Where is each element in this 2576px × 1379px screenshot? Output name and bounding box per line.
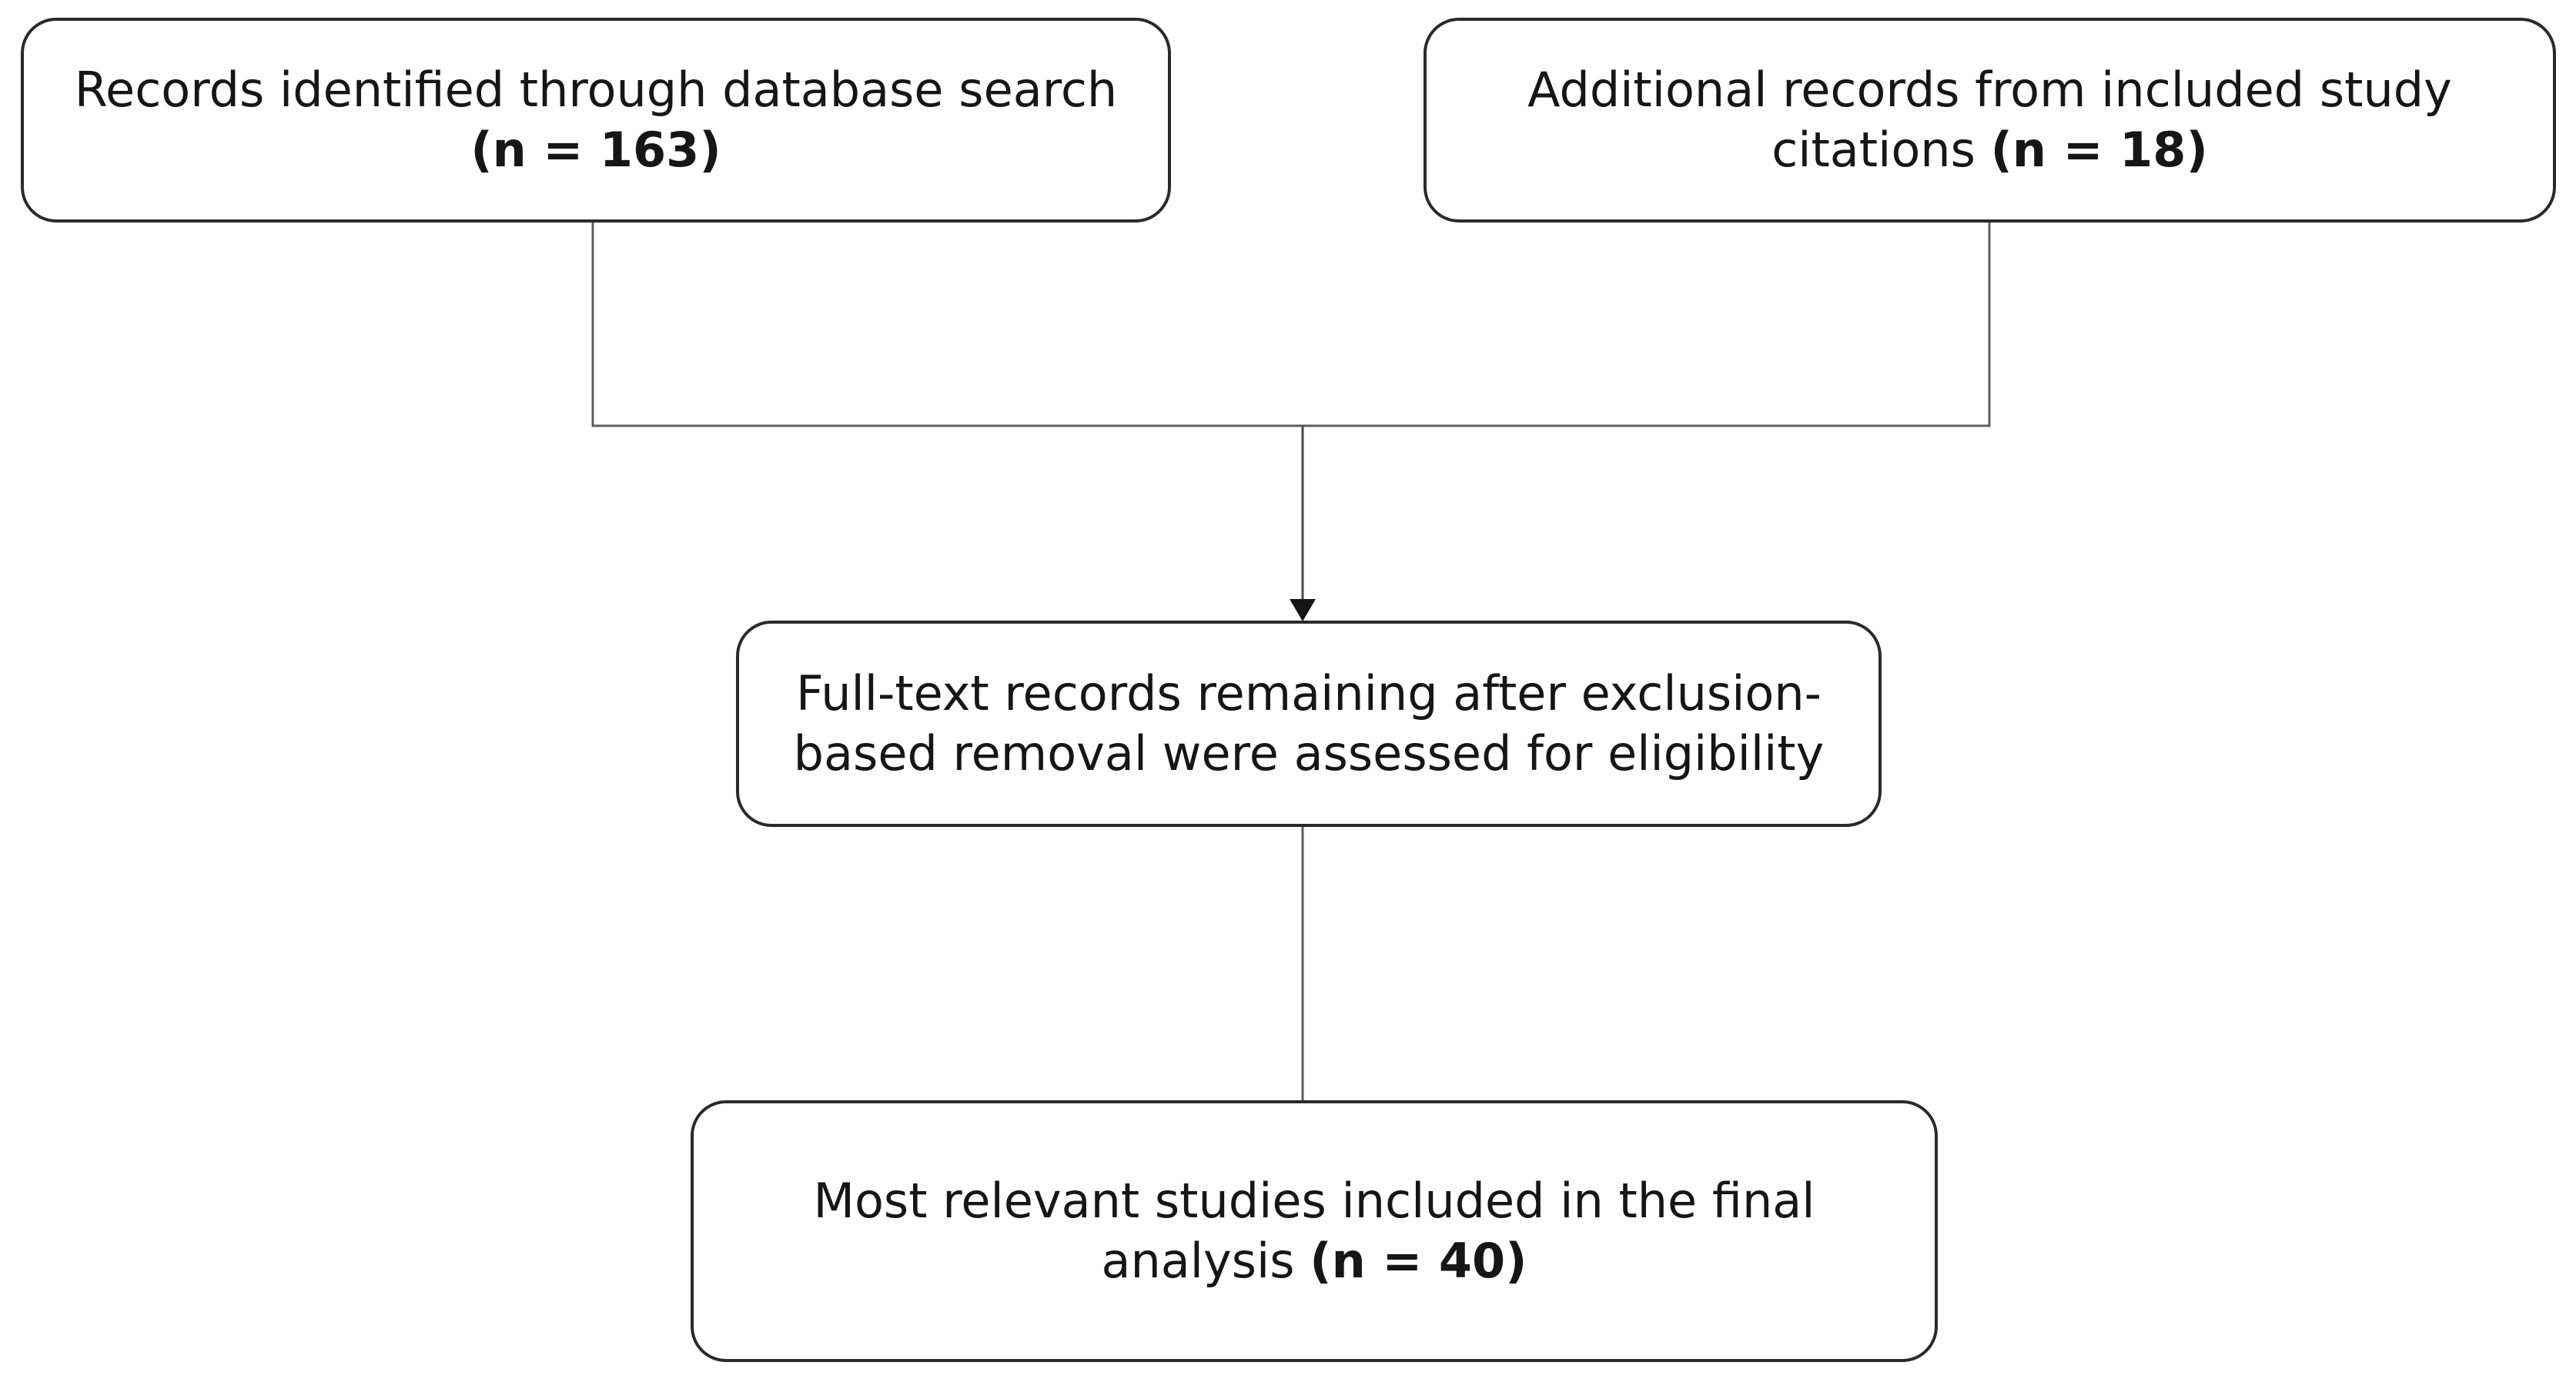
node-text-regular: analysis: [1101, 1233, 1310, 1289]
node-fulltext-assessed: Full-text records remaining after exclus…: [736, 621, 1882, 827]
node-text-line2: (n = 163): [470, 120, 721, 180]
node-text-line1: Full-text records remaining after exclus…: [795, 665, 1822, 721]
node-text-regular: based removal were assessed for eligibil…: [793, 725, 1825, 782]
arrowhead-down-icon: [1290, 599, 1316, 621]
node-count-badge: (n = 40): [1310, 1233, 1527, 1289]
node-additional-records: Additional records from included study c…: [1423, 18, 2556, 223]
node-text-line2: based removal were assessed for eligibil…: [794, 724, 1825, 784]
node-text-regular: citations: [1771, 122, 1991, 178]
node-count-badge: (n = 18): [1990, 122, 2208, 178]
node-text-line1: Most relevant studies included in the fi…: [813, 1173, 1815, 1229]
node-included-final: Most relevant studies included in the fi…: [691, 1100, 1938, 1362]
node-count-badge: (n = 163): [470, 122, 721, 178]
node-text-line1: Additional records from included study: [1527, 62, 2452, 118]
node-text-line1: Records identified through database sear…: [74, 62, 1118, 118]
node-text-line2: analysis (n = 40): [1102, 1231, 1527, 1291]
node-records-identified: Records identified through database sear…: [21, 18, 1171, 223]
node-text-line2: citations (n = 18): [1771, 120, 2208, 180]
